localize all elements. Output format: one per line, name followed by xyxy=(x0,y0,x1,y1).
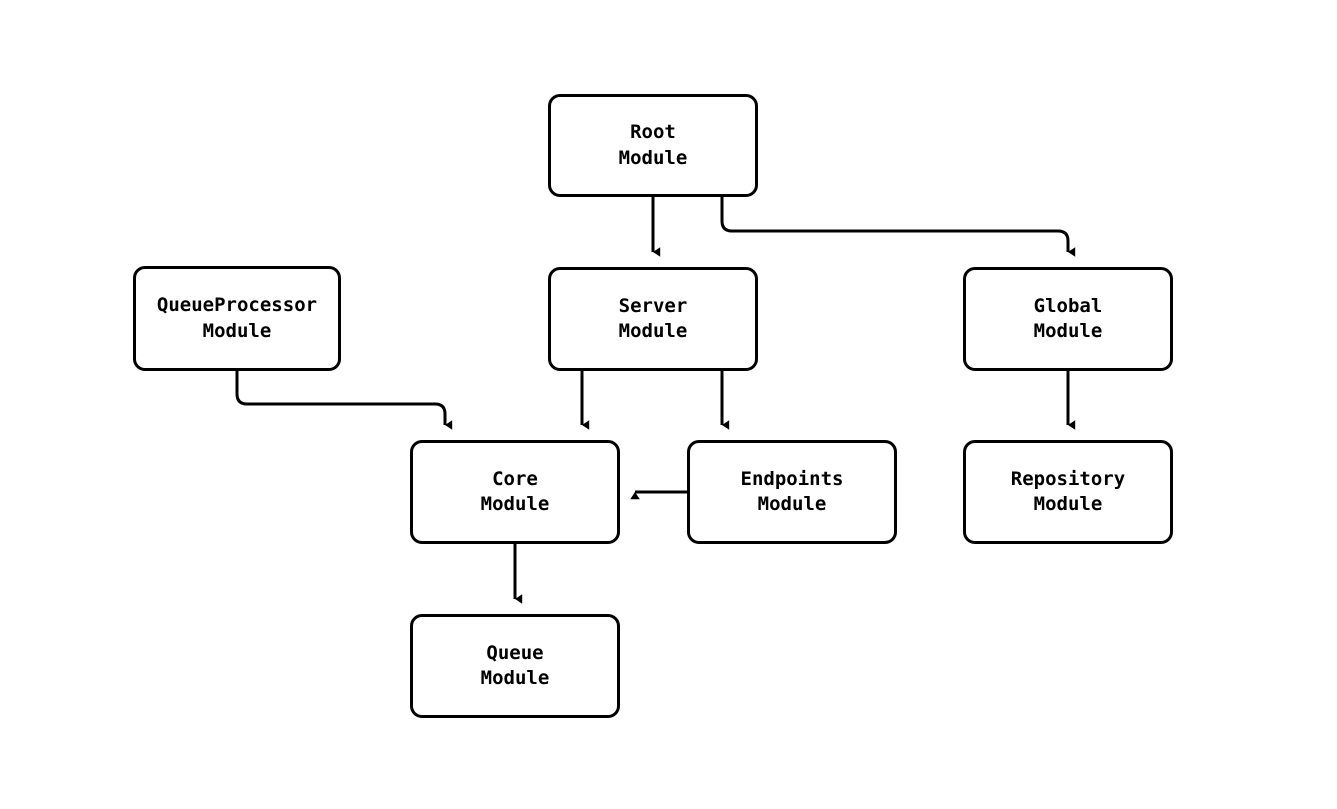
node-root-module[interactable]: Root Module xyxy=(548,94,758,197)
node-repository-module[interactable]: Repository Module xyxy=(963,440,1173,544)
node-server-module-label: Server Module xyxy=(618,294,688,342)
edge-queueprocessor-to-core xyxy=(235,371,453,430)
node-endpoints-module-label: Endpoints Module xyxy=(740,467,844,515)
node-global-module[interactable]: Global Module xyxy=(963,267,1173,371)
node-global-module-label: Global Module xyxy=(1033,294,1103,342)
node-queueprocessor-module[interactable]: QueueProcessor Module xyxy=(133,266,341,371)
node-core-module-label: Core Module xyxy=(480,467,550,515)
node-core-module[interactable]: Core Module xyxy=(410,440,620,544)
node-repository-module-label: Repository Module xyxy=(1010,467,1126,515)
node-queueprocessor-module-label: QueueProcessor Module xyxy=(156,294,318,342)
node-server-module[interactable]: Server Module xyxy=(548,267,758,371)
node-endpoints-module[interactable]: Endpoints Module xyxy=(687,440,897,544)
node-queue-module-label: Queue Module xyxy=(480,641,550,689)
edge-root-to-global xyxy=(720,197,1076,257)
node-root-module-label: Root Module xyxy=(618,121,688,169)
node-queue-module[interactable]: Queue Module xyxy=(410,614,620,718)
